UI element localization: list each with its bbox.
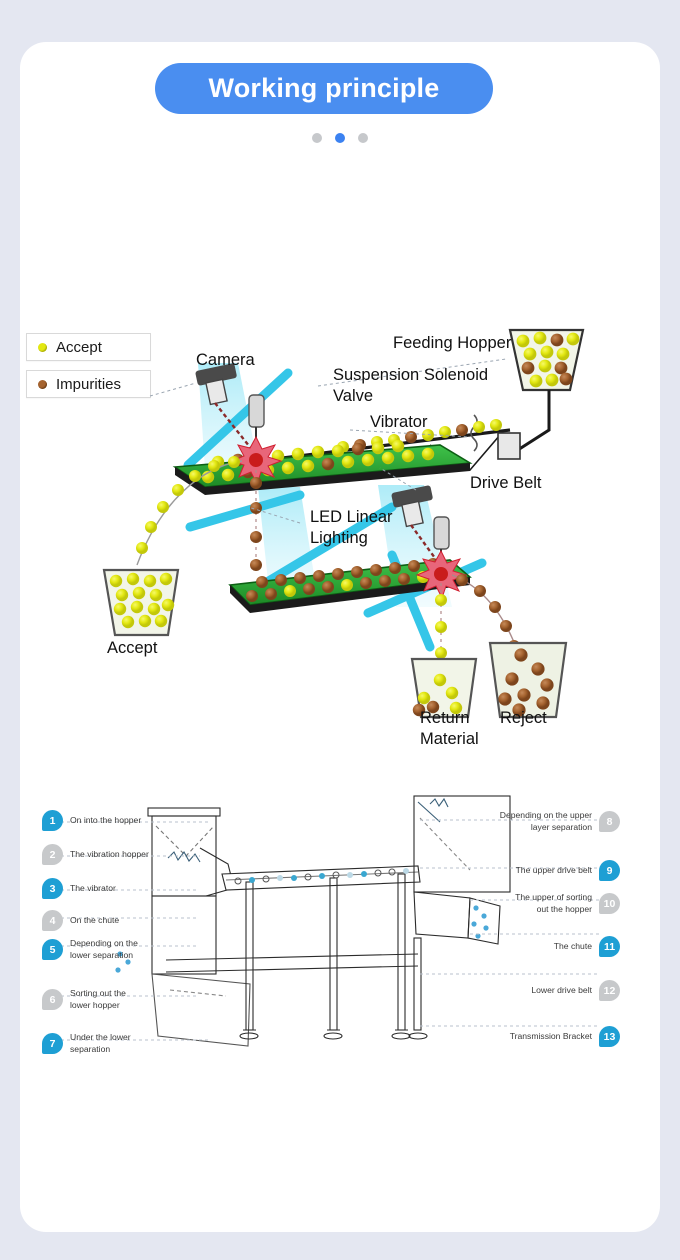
label-accept-bin: Accept: [107, 639, 158, 657]
callout-badge-3: 3: [42, 878, 63, 899]
callout-label-13: Transmission Bracket: [509, 1030, 592, 1041]
working-principle-diagram: Accept Impurities: [0, 255, 640, 775]
return-material-path: [435, 583, 447, 660]
label-reject-bin: Reject: [500, 709, 547, 727]
carousel-dot-1[interactable]: [312, 133, 322, 143]
callout-badge-6: 6: [42, 989, 63, 1011]
carousel-dot-2[interactable]: [335, 133, 345, 143]
carousel-dots[interactable]: [0, 133, 680, 143]
label-vibrator: Vibrator: [370, 413, 428, 431]
callout-13: 13 Transmission Bracket: [510, 1026, 620, 1047]
led-bar-lower-left: [185, 490, 305, 532]
callout-1: 1 On into the hopper: [42, 810, 141, 831]
callout-10: 10 The upper of sorting out the hopper: [515, 892, 620, 915]
reject-bin-graphic: [488, 641, 568, 719]
callout-2: 2 The vibration hopper: [42, 844, 149, 865]
reject-trajectory: [451, 574, 520, 652]
label-suspension-solenoid-valve: Suspension Solenoid Valve: [333, 366, 489, 406]
carousel-dot-3[interactable]: [358, 133, 368, 143]
ejection-burst-upper: [230, 435, 283, 486]
callout-badge-11: 11: [599, 936, 620, 957]
callout-3: 3 The vibrator: [42, 878, 116, 899]
callout-6: 6 Sorting out the lower hopper: [42, 988, 126, 1011]
camera-icon-upper: [195, 363, 254, 452]
legend-label-impurities: Impurities: [56, 375, 122, 393]
callout-label-7: Under the lower separation: [70, 1032, 131, 1054]
callout-label-1: On into the hopper: [70, 814, 142, 825]
label-return-material: Return Material: [420, 709, 479, 749]
return-material-bin-graphic: [410, 657, 478, 719]
machine-schematic: 1 On into the hopper 2 The vibration hop…: [0, 778, 640, 1098]
callout-12: 12 Lower drive belt: [531, 980, 620, 1001]
callout-9: 9 The upper drive belt: [516, 860, 620, 881]
callout-label-9: The upper drive belt: [515, 864, 592, 875]
label-led-linear-lighting: LED Linear Lighting: [310, 508, 393, 548]
callout-label-3: The vibrator: [70, 882, 116, 893]
callout-label-10: The upper of sorting out the hopper: [515, 892, 592, 914]
callout-badge-7: 7: [42, 1033, 63, 1055]
accept-swatch-icon: [38, 342, 47, 352]
principle-illustration: [102, 328, 585, 719]
callout-label-12: Lower drive belt: [531, 984, 592, 995]
label-drive-belt: Drive Belt: [470, 474, 542, 492]
legend-item-accept: Accept: [26, 333, 151, 361]
lower-drive-belt-graphic: [228, 558, 472, 613]
callout-7: 7 Under the lower separation: [42, 1032, 131, 1055]
callout-badge-8: 8: [599, 811, 620, 833]
label-camera: Camera: [196, 351, 255, 369]
label-feeding-hopper: Feeding Hopper: [393, 334, 512, 352]
callout-badge-4: 4: [42, 910, 63, 931]
callout-label-11: The chute: [553, 940, 592, 951]
callout-label-8: Depending on the upper layer separation: [499, 810, 592, 832]
callout-label-2: The vibration hopper: [70, 848, 149, 859]
accept-trajectory: [136, 456, 243, 566]
page-title-banner: Working principle: [155, 63, 493, 114]
callout-badge-2: 2: [42, 844, 63, 865]
callout-badge-9: 9: [599, 860, 620, 881]
feeding-hopper-graphic: [508, 328, 585, 457]
callout-badge-13: 13: [599, 1026, 620, 1047]
machine-line-drawing: [55, 795, 600, 1047]
camera-icon-lower: [391, 485, 441, 566]
led-bar-upper-left: [183, 368, 293, 470]
callout-badge-5: 5: [42, 939, 63, 961]
callout-label-6: Sorting out the lower hopper: [70, 988, 126, 1010]
callout-label-4: On the chute: [70, 914, 120, 925]
legend-item-impurities: Impurities: [26, 370, 151, 398]
impurities-swatch-icon: [38, 379, 47, 389]
legend-label-accept: Accept: [56, 338, 102, 356]
impurity-drop-path: [250, 470, 262, 575]
callout-badge-1: 1: [42, 810, 63, 831]
callout-8: 8 Depending on the upper layer separatio…: [500, 810, 620, 833]
callout-label-5: Depending on the lower separation: [70, 938, 138, 960]
led-bar-upper-right: [257, 502, 397, 590]
accept-bin-graphic: [102, 568, 180, 637]
callout-11: 11 The chute: [554, 936, 620, 957]
callout-5: 5 Depending on the lower separation: [42, 938, 138, 961]
page-title: Working principle: [208, 73, 440, 103]
callout-4: 4 On the chute: [42, 910, 119, 931]
callout-badge-12: 12: [599, 980, 620, 1001]
callout-badge-10: 10: [599, 893, 620, 915]
legend: Accept Impurities: [26, 333, 151, 398]
